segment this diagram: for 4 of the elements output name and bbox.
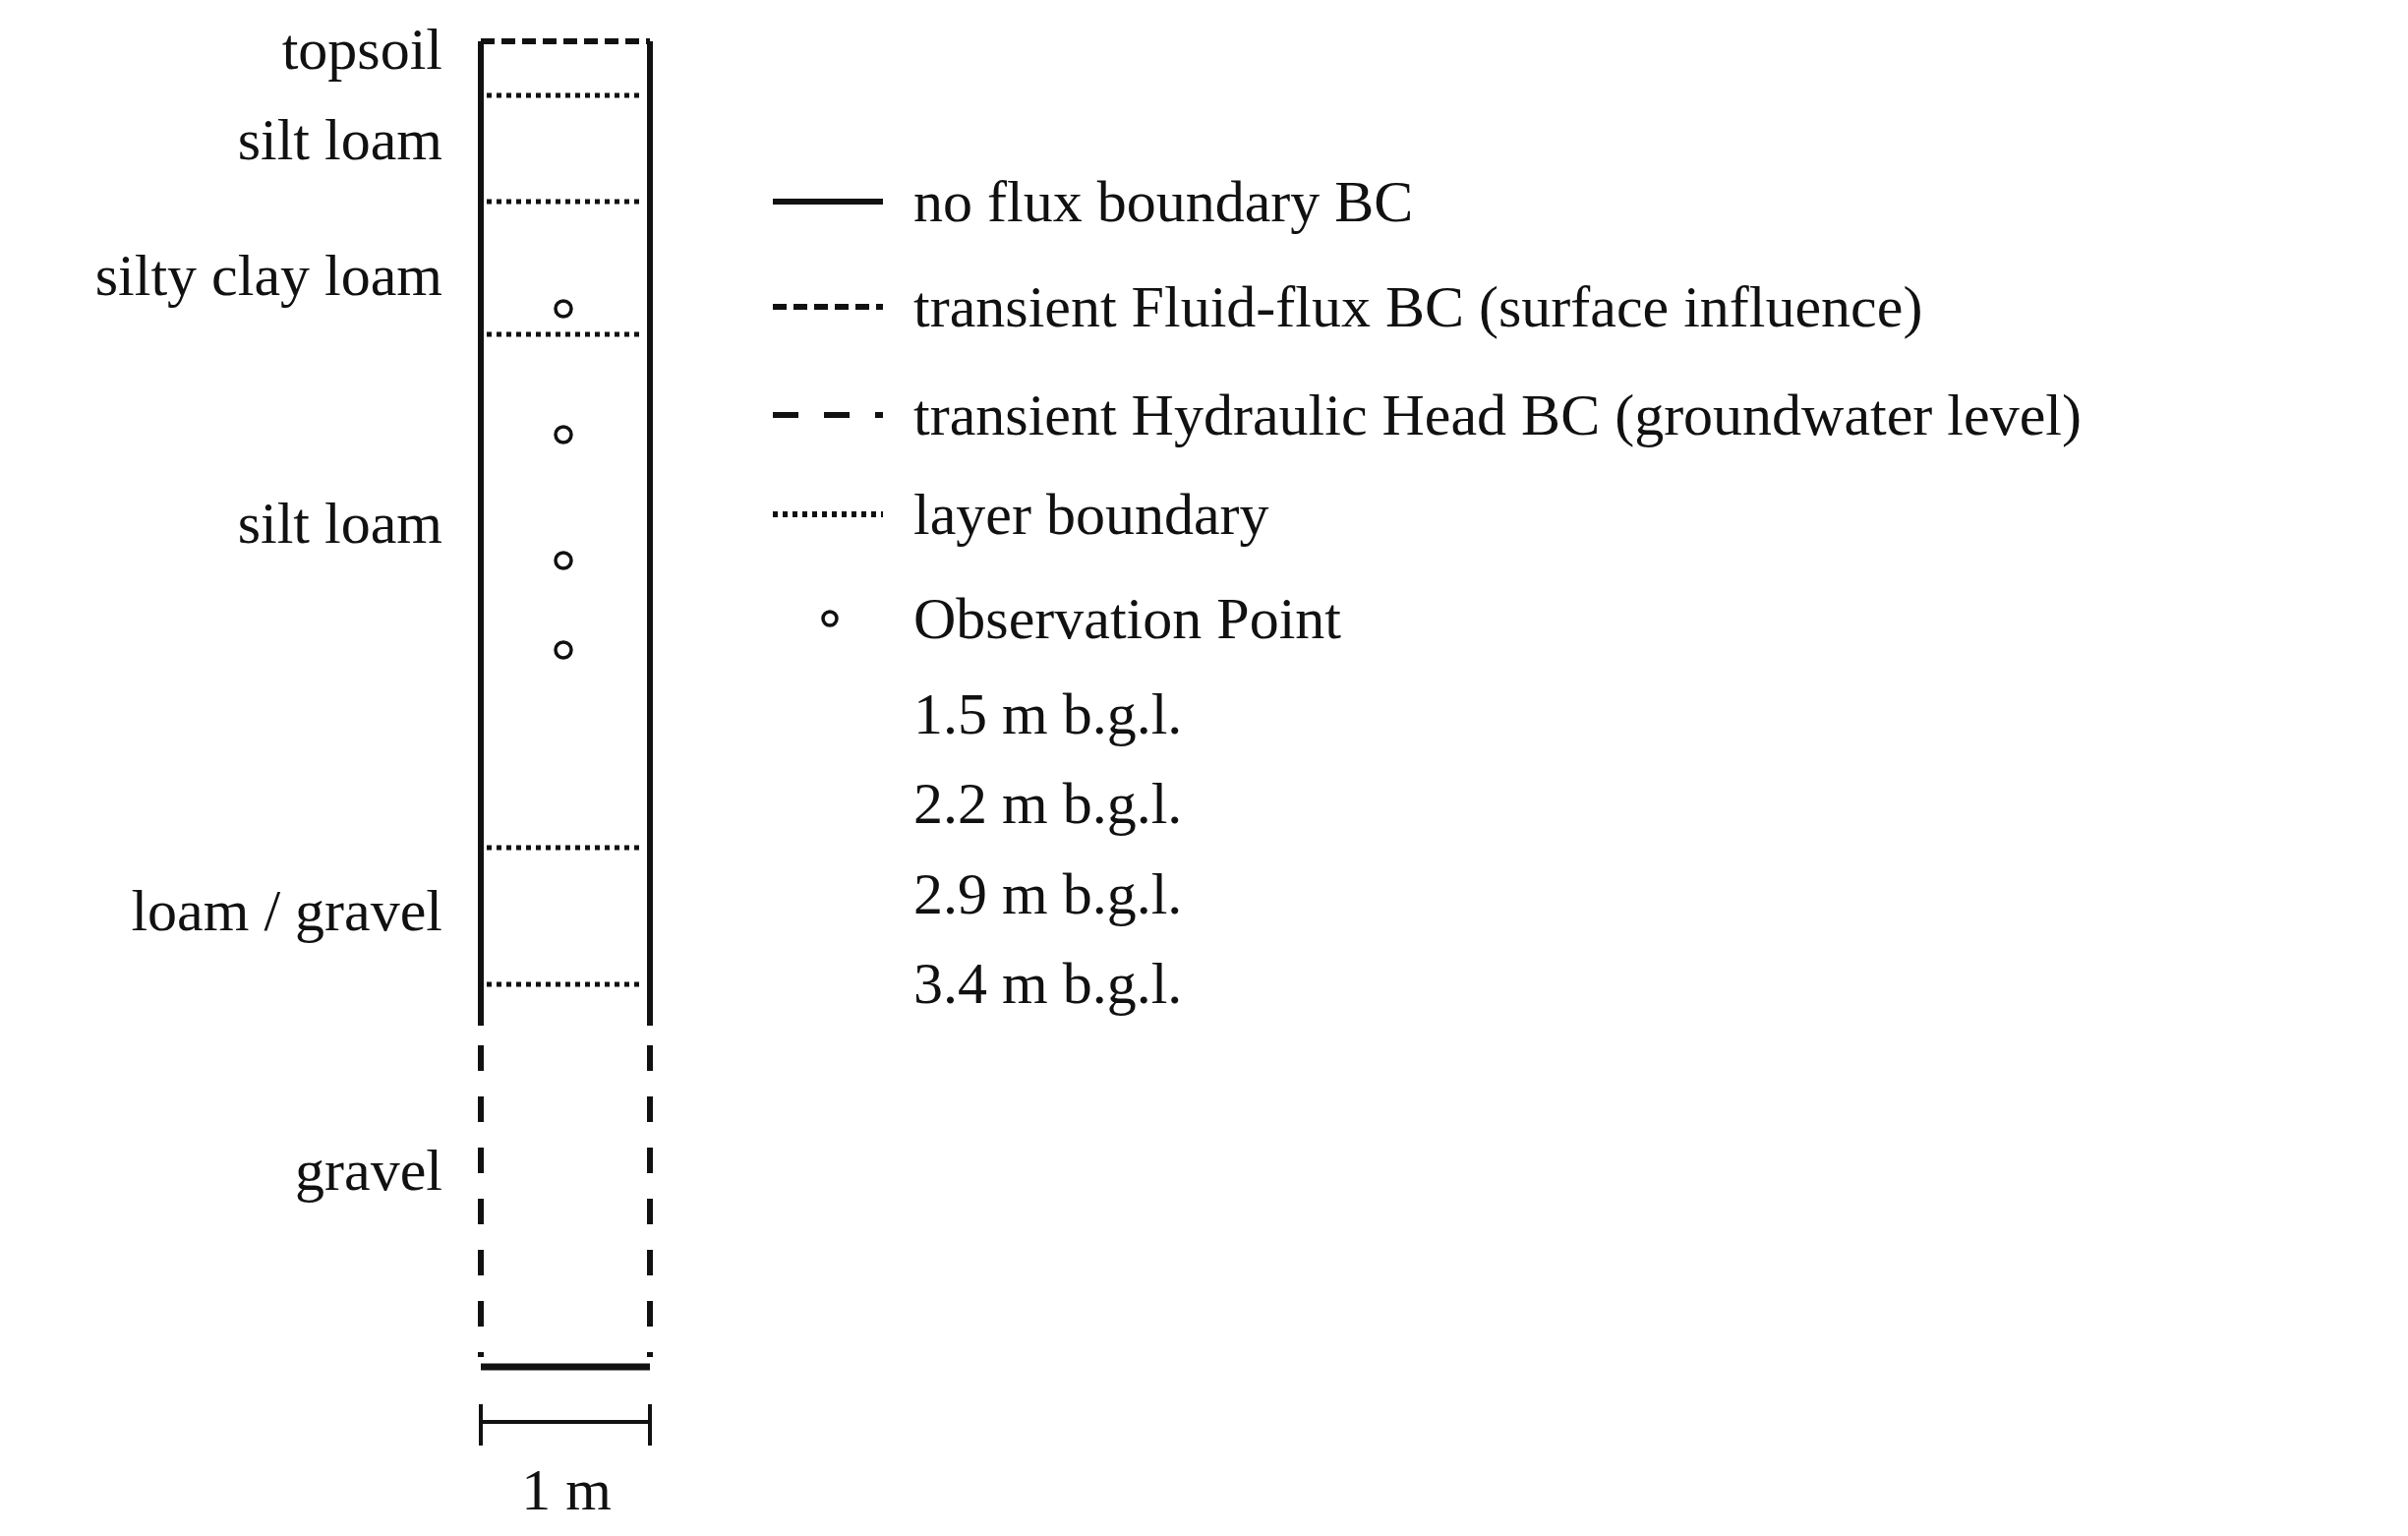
soil-layer-label: silt loam <box>237 494 442 553</box>
scale-label: 1 m <box>521 1460 612 1519</box>
soil-layer-label: silt loam <box>237 110 442 169</box>
legend-label: Observation Point <box>913 589 1341 648</box>
